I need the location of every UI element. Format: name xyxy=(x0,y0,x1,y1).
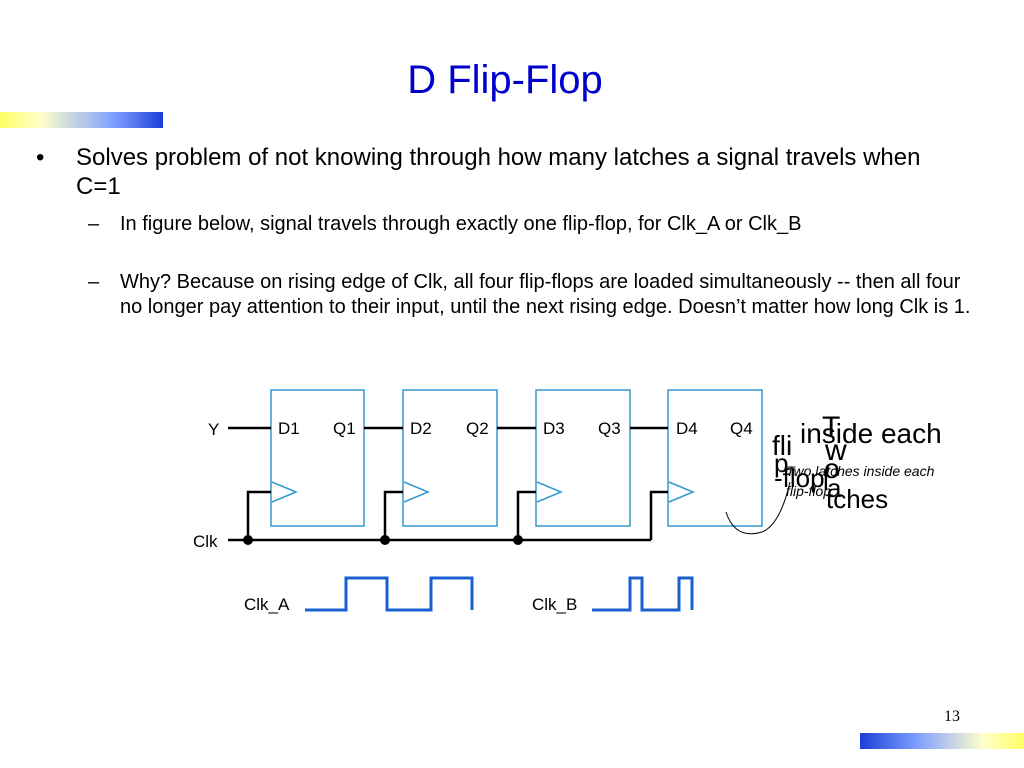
junction-dot xyxy=(380,535,390,545)
sub-bullet-item: – Why? Because on rising edge of Clk, al… xyxy=(88,270,988,320)
ff-d-label: D1 xyxy=(278,419,300,438)
clock-branch-2 xyxy=(383,490,403,540)
input-label: Y xyxy=(208,420,219,439)
waveform-label: Clk_A xyxy=(244,595,290,614)
flip-flop-box-4 xyxy=(667,389,763,527)
callout-overlay-char: l xyxy=(823,466,829,496)
ff-d-label: D2 xyxy=(410,419,432,438)
decorative-bar-top xyxy=(0,112,163,128)
page-number: 13 xyxy=(944,708,960,725)
sub-bullet-mark: – xyxy=(88,213,100,235)
clock-triangle-3 xyxy=(536,481,563,503)
ff-d-label: D4 xyxy=(676,419,698,438)
callout-overlay-text: inside each xyxy=(800,418,942,449)
clock-triangle-2 xyxy=(403,481,430,503)
ff-d-label: D3 xyxy=(543,419,565,438)
clock-branch-3 xyxy=(516,490,536,540)
flip-flop-box-1 xyxy=(270,389,365,527)
ff-q-label: Q2 xyxy=(466,419,489,438)
clock-triangle-4 xyxy=(668,481,695,503)
clk-label: Clk xyxy=(193,532,218,551)
sub-bullet-mark: – xyxy=(88,271,100,293)
ff-q-label: Q3 xyxy=(598,419,621,438)
callout-overlay: T w o inside each fli p -flop l a tches xyxy=(772,411,942,514)
callout-pointer xyxy=(725,481,791,535)
callout-overlay-text: -flop xyxy=(774,463,825,493)
bullet-text: Solves problem of not knowing through ho… xyxy=(76,144,921,200)
junction-dot xyxy=(243,535,253,545)
bullet-mark: • xyxy=(36,144,45,171)
callout-overlay-char: o xyxy=(824,453,840,484)
junction-dot xyxy=(513,535,523,545)
callout-box: Two latches inside each flip-flop xyxy=(786,463,935,499)
callout-overlay-char: p xyxy=(774,448,788,478)
bullet-item: • Solves problem of not knowing through … xyxy=(36,143,966,201)
clk-a-waveform xyxy=(305,576,474,612)
clk-b-waveform xyxy=(592,576,694,612)
callout-text: Two latches inside each flip-flop xyxy=(786,463,935,499)
slide-title: D Flip-Flop xyxy=(407,58,603,102)
flip-flop-box-3 xyxy=(535,389,631,527)
ff-q-label: Q4 xyxy=(730,419,753,438)
waveform-label: Clk_B xyxy=(532,595,577,614)
callout-overlay-char: T xyxy=(822,411,840,444)
flip-flop-box-2 xyxy=(402,389,498,527)
callout-overlay-char: w xyxy=(824,434,847,467)
clock-branch-4 xyxy=(649,490,668,540)
sub-bullet-item: – In figure below, signal travels throug… xyxy=(88,212,988,237)
callout-overlay-text: fli xyxy=(772,430,792,461)
clock-triangle-1 xyxy=(271,481,298,503)
ff-q-label: Q1 xyxy=(333,419,356,438)
sub-bullet-text: Why? Because on rising edge of Clk, all … xyxy=(120,271,971,318)
callout-overlay-text: tches xyxy=(826,484,888,514)
clock-branch-1 xyxy=(246,490,271,540)
decorative-bar-bottom xyxy=(860,733,1024,749)
sub-bullet-text: In figure below, signal travels through … xyxy=(120,213,802,235)
callout-overlay-char: a xyxy=(827,473,842,503)
